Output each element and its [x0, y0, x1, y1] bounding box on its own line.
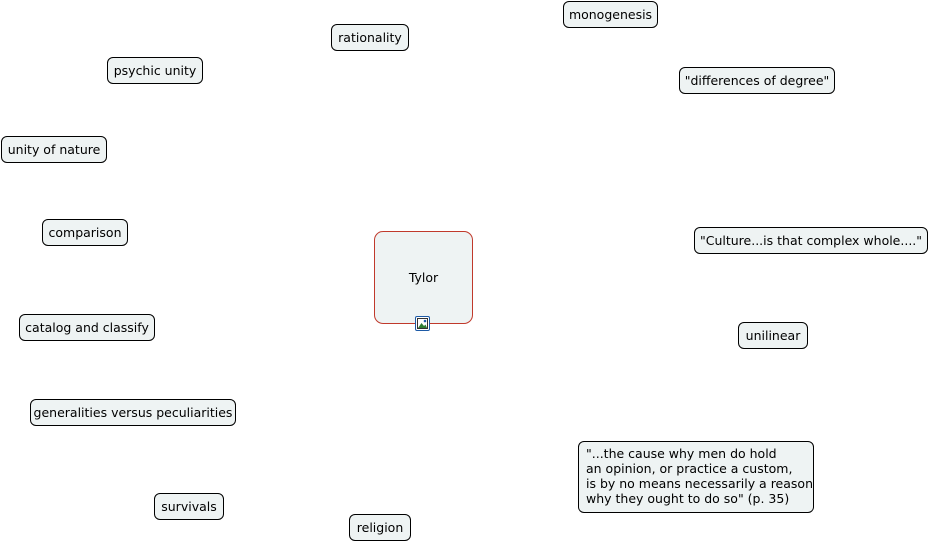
- node-cause-quote[interactable]: "...the cause why men do hold an opinion…: [578, 441, 814, 513]
- node-monogenesis[interactable]: monogenesis: [563, 1, 658, 28]
- node-religion[interactable]: religion: [349, 514, 411, 541]
- node-psychic-unity[interactable]: psychic unity: [107, 57, 203, 84]
- node-unilinear[interactable]: unilinear: [738, 322, 808, 349]
- image-icon[interactable]: [415, 316, 430, 331]
- center-node-label: Tylor: [408, 270, 439, 285]
- node-survivals[interactable]: survivals: [154, 493, 224, 520]
- node-differences-of-degree[interactable]: "differences of degree": [679, 67, 835, 94]
- node-culture-complex-whole[interactable]: "Culture...is that complex whole....": [694, 227, 928, 254]
- node-unity-of-nature[interactable]: unity of nature: [1, 136, 107, 163]
- node-generalities-versus-peculiarities[interactable]: generalities versus peculiarities: [30, 399, 236, 426]
- node-catalog-and-classify[interactable]: catalog and classify: [19, 314, 155, 341]
- node-comparison[interactable]: comparison: [42, 219, 128, 246]
- center-node-tylor[interactable]: Tylor: [374, 231, 473, 324]
- node-rationality[interactable]: rationality: [331, 24, 409, 51]
